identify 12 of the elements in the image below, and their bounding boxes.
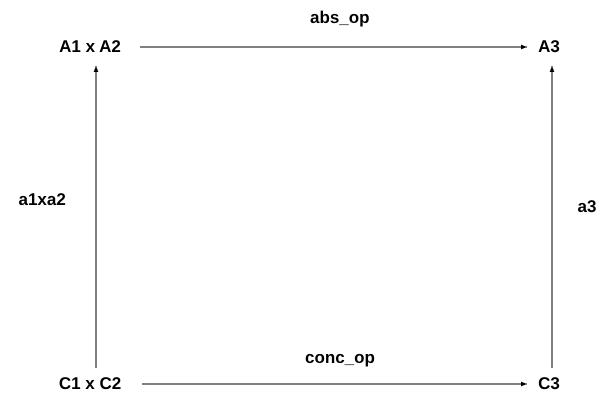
arrow [140,44,528,50]
edge-label: a1xa2 [18,190,66,210]
node-label: C1 x C2 [58,374,122,394]
edge-label: abs_op [310,8,370,28]
node-label: C3 [538,374,560,394]
edge-label: conc_op [305,348,375,368]
node-label: A1 x A2 [59,37,121,57]
node-label: A3 [538,37,560,57]
arrow [94,66,98,368]
edge-label: a3 [578,197,596,217]
arrow [142,382,528,386]
arrow [550,66,554,368]
